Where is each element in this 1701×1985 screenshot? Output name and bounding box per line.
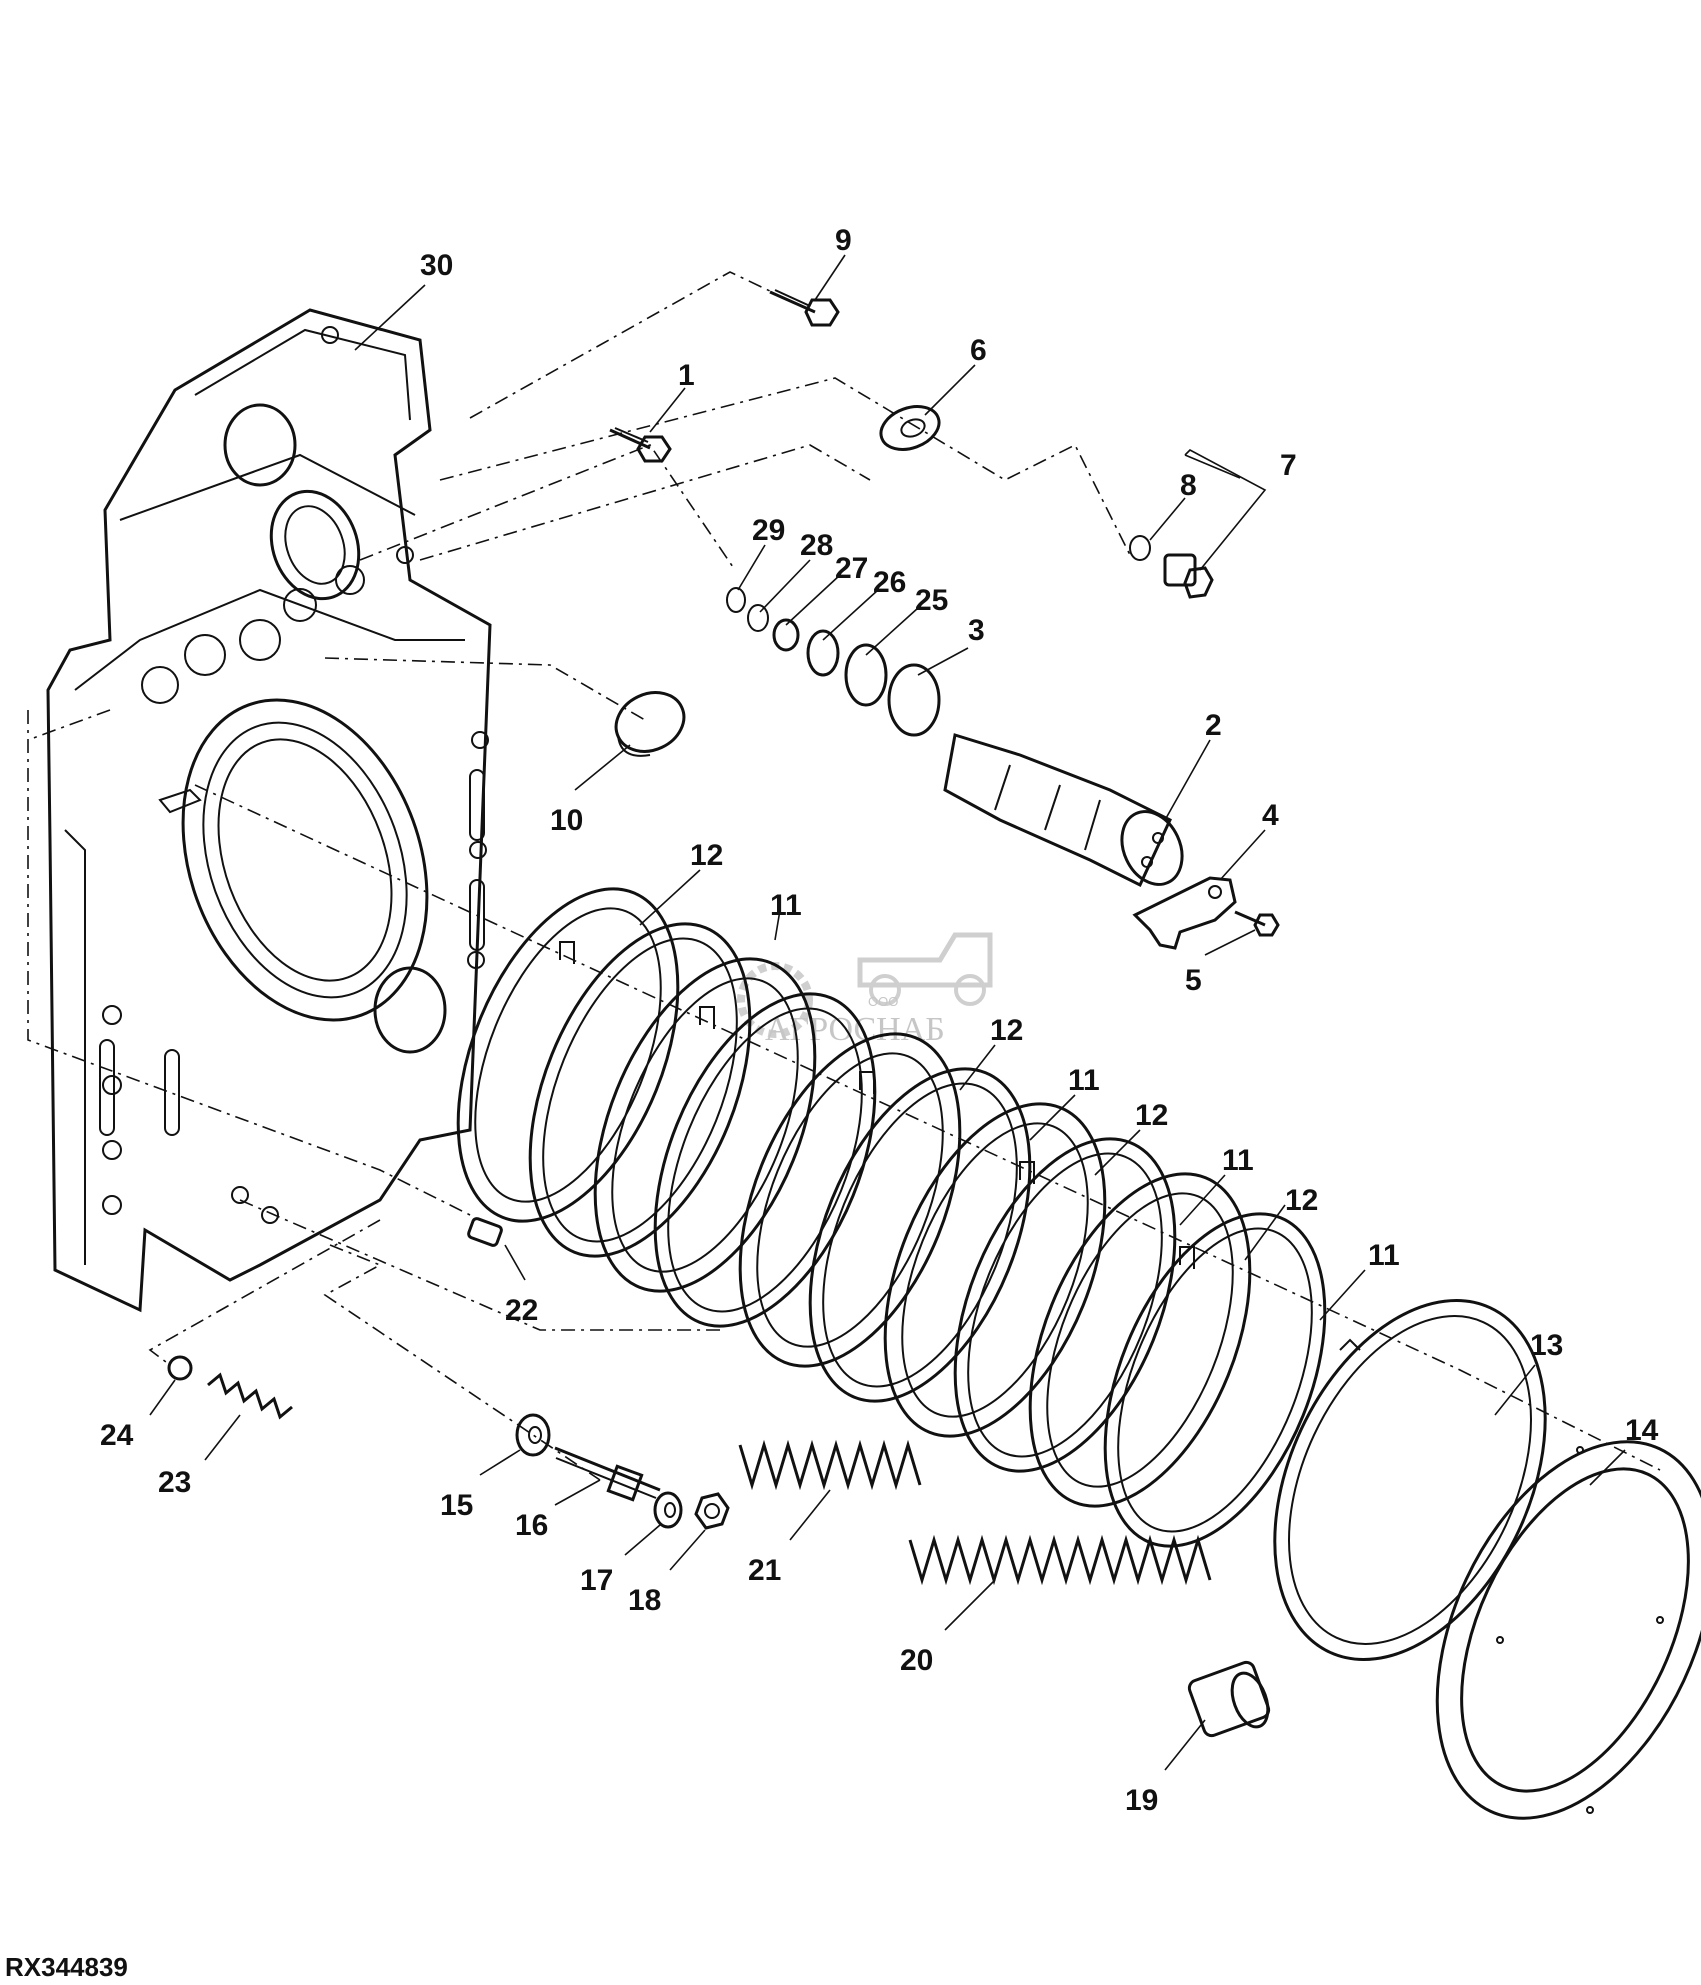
callout-21: 21 [748,1554,781,1587]
spring-23 [207,1372,293,1420]
callout-22: 22 [505,1294,538,1327]
figure-id: RX344839 [5,1952,128,1982]
friction-disc-12e [1028,1172,1252,1508]
nut-18 [694,1492,730,1530]
friction-disc-12b [593,957,817,1293]
separator-disc-11a [528,922,752,1258]
callout-11d: 11 [1368,1239,1400,1272]
callout-24: 24 [100,1419,134,1452]
separator-disc-11d [953,1137,1177,1473]
spring-20 [908,1534,1212,1586]
callout-4: 4 [1262,799,1279,832]
callout-11b: 11 [1068,1064,1100,1097]
watermark-small-text: ООО [868,994,898,1009]
callout-12c: 12 [1135,1099,1168,1132]
callout-25: 25 [915,584,948,617]
end-plate-14 [1435,1440,1701,1820]
callout-11a: 11 [770,889,802,922]
callout-11c: 11 [1222,1144,1254,1177]
bolt-9 [769,289,840,327]
separator-disc-11e [1103,1212,1327,1548]
callout-18: 18 [628,1584,661,1617]
callout-15: 15 [440,1489,473,1522]
callout-12a: 12 [690,839,723,872]
washer-15 [515,1413,551,1457]
callout-19: 19 [1125,1784,1158,1817]
ball-24 [167,1355,193,1381]
callout-8: 8 [1180,469,1197,502]
pin-22 [467,1217,503,1247]
o-rings-25-29 [726,587,941,737]
spring-21 [738,1439,922,1491]
separator-disc-11c [808,1067,1032,1403]
callout-5: 5 [1185,964,1202,997]
bolt-1 [609,427,672,463]
callout-12b: 12 [990,1014,1023,1047]
callout-28: 28 [800,529,833,562]
leader-lines [149,254,1626,1771]
callout-16: 16 [515,1509,548,1542]
callout-23: 23 [158,1466,191,1499]
cap-19 [1187,1660,1271,1738]
callout-12d: 12 [1285,1184,1318,1217]
callout-20: 20 [900,1644,933,1677]
callout-9: 9 [835,224,852,257]
washer-6 [879,405,941,451]
callout-2: 2 [1205,709,1222,742]
friction-disc-12a [456,887,680,1223]
clutch-disc-stack [456,887,1361,1548]
plug-7 [1163,553,1214,599]
plug-10 [614,691,686,757]
washer-17 [653,1491,683,1529]
callout-13: 13 [1530,1329,1563,1362]
callout-14: 14 [1625,1414,1659,1447]
friction-disc-12d [883,1102,1107,1438]
callout-1: 1 [678,359,695,392]
callout-7: 7 [1280,449,1297,482]
valve-housing-30 [46,308,492,1313]
callout-29: 29 [752,514,785,547]
stud-16 [554,1446,661,1502]
callout-17: 17 [580,1564,613,1597]
separator-disc-11b [653,992,877,1328]
callout-26: 26 [873,566,906,599]
assembly-centerlines [27,271,1661,1481]
callout-30: 30 [420,249,453,282]
callout-labels: 30 9 1 6 8 7 29 28 27 26 25 3 2 10 4 5 1… [100,224,1659,1817]
callout-10: 10 [550,804,583,837]
screw-5 [1234,910,1280,937]
backing-ring-13 [1273,1298,1547,1662]
plate-4 [1132,876,1237,950]
callout-27: 27 [835,552,868,585]
spool-2 [943,733,1184,888]
callout-6: 6 [970,334,987,367]
friction-disc-12c [738,1032,962,1368]
callout-3: 3 [968,614,985,647]
o-ring-8 [1129,535,1151,561]
